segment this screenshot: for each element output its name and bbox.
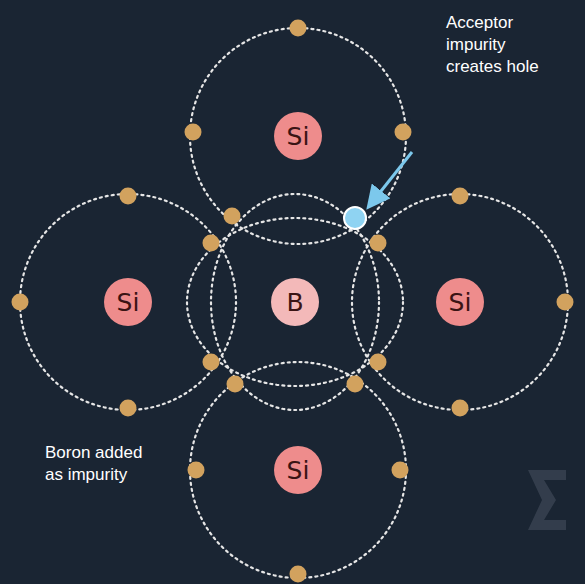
element-symbol: B	[286, 290, 303, 315]
atom-nucleus: Si	[274, 112, 322, 160]
atom-nucleus: Si	[104, 278, 152, 326]
atom-nucleus: B	[271, 278, 319, 326]
element-symbol: Si	[287, 458, 310, 483]
element-symbol: Si	[449, 290, 472, 315]
annotation-label: Boron added as impurity	[45, 442, 143, 486]
element-symbol: Si	[117, 290, 140, 315]
annotation-label: Acceptor impurity creates hole	[446, 12, 556, 78]
atom-nucleus: Si	[436, 278, 484, 326]
element-symbol: Si	[287, 124, 310, 149]
atom-nucleus: Si	[274, 446, 322, 494]
